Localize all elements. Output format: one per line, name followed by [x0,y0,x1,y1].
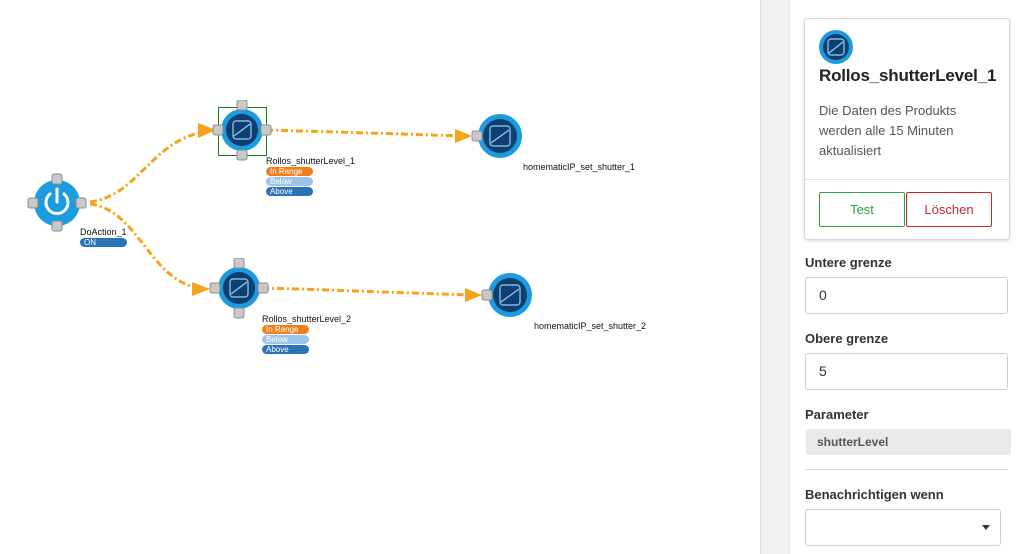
power-icon [44,187,70,215]
connector-handle [27,197,39,209]
status-badge-on: ON [80,238,127,247]
lower-bound-input[interactable]: 0 [805,277,1008,314]
arrow-head [198,123,216,138]
shutter-device-icon [232,120,252,140]
delete-button[interactable]: Löschen [906,192,992,227]
arrow-head [192,282,210,296]
wire-level-2-to-set-2 [261,286,475,297]
connector-handle [471,130,483,142]
connector-handle [233,307,245,319]
set-shutter-2-label: homematicIP_set_shutter_2 [534,321,647,331]
divider [805,179,1009,180]
connector-handle [51,220,63,232]
card-description: Die Daten des Produkts werden alle 15 Mi… [819,103,957,158]
do-action-node[interactable] [26,172,90,236]
panel-gutter [760,0,790,554]
arrow-head [465,288,482,302]
connector-handle [236,149,248,161]
notify-select[interactable] [805,509,1001,546]
badge-below: Below [262,335,309,344]
connector-handle [233,258,245,269]
shutter-device-icon [499,284,521,306]
connector-handle [75,197,87,209]
shutter-device-icon [818,29,854,70]
connector-handle [257,282,269,294]
card-title: Rollos_shutterLevel_1 [819,66,997,85]
upper-bound-input[interactable]: 5 [805,353,1008,390]
test-button[interactable]: Test [819,192,905,227]
badge-below: Below [266,177,313,186]
properties-panel: Rollos_shutterLevel_1 Die Daten des Prod… [789,0,1021,554]
set-shutter-2-node[interactable] [480,271,536,321]
wire-do-to-level-1 [89,129,209,204]
flow-canvas[interactable]: DoAction_1 ON Rollos_shutterLevel_1 In R… [0,0,760,554]
badge-in-range: In Range [266,167,313,176]
wire-do-to-level-2 [89,202,206,291]
connector-handle [212,124,224,136]
connector-handle [51,173,63,185]
connector-handle [481,289,493,301]
do-action-label: DoAction_1 [80,227,127,237]
node-info-card: Rollos_shutterLevel_1 Die Daten des Prod… [804,18,1010,240]
connection-layer [89,123,482,302]
lower-bound-label: Untere grenze [805,255,892,270]
connector-handle [236,100,248,111]
shutter-level-2-label: Rollos_shutterLevel_2 [262,314,352,324]
notify-label: Benachrichtigen wenn [805,487,944,502]
connector-handle [260,124,272,136]
set-shutter-1-node[interactable] [470,112,526,162]
badge-in-range: In Range [262,325,309,334]
arrow-head [455,129,472,143]
shutter-level-1-node[interactable] [211,100,273,162]
shutter-level-2-node[interactable] [208,258,270,320]
shutter-device-icon [229,278,249,298]
set-shutter-1-label: homematicIP_set_shutter_1 [523,162,636,172]
wire-level-1-to-set-1 [265,128,464,138]
badge-above: Above [262,345,309,354]
parameter-value: shutterLevel [806,429,1011,455]
shutter-level-1-label: Rollos_shutterLevel_1 [266,156,356,166]
upper-bound-label: Obere grenze [805,331,889,346]
badge-above: Above [266,187,313,196]
connector-handle [209,282,221,294]
chevron-down-icon [982,525,990,530]
divider [805,469,1008,470]
shutter-device-icon [489,125,511,147]
parameter-label: Parameter [805,407,869,422]
